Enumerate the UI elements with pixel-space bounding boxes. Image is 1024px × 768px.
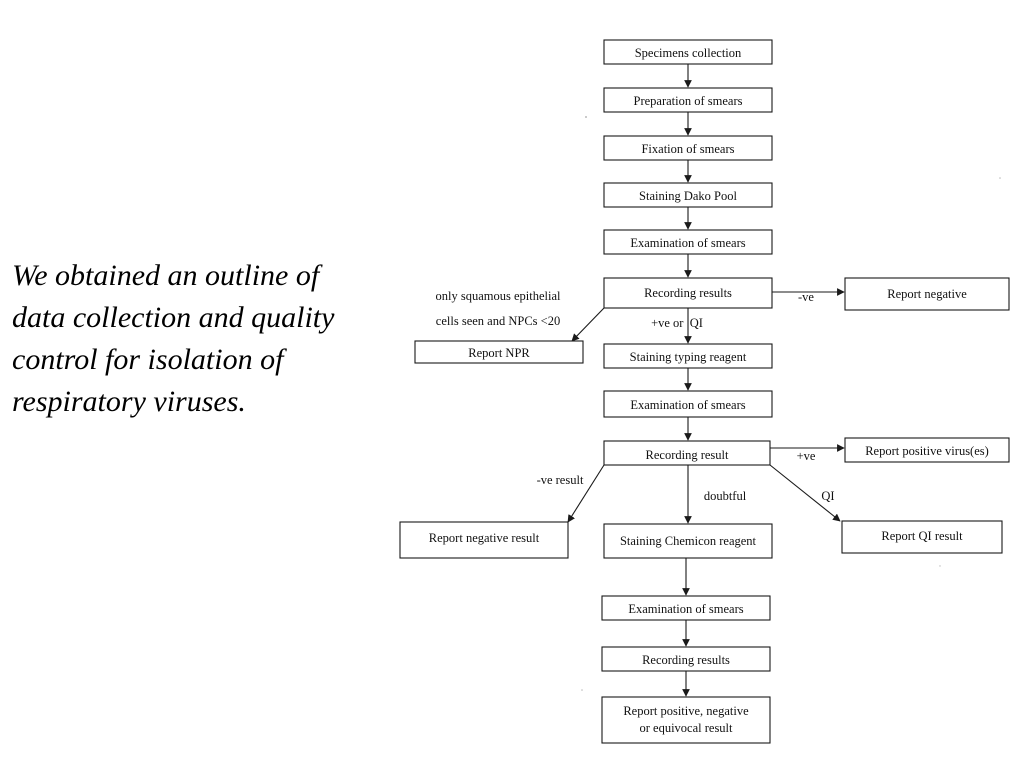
node-report-negative-result: Report negative result xyxy=(399,521,569,559)
label-neg-ve-result: -ve result xyxy=(537,473,584,487)
node-recording-results-1-label: Recording results xyxy=(644,286,732,300)
caption: We obtained an outline of data collectio… xyxy=(12,255,392,423)
node-report-qi-result: Report QI result xyxy=(841,520,1003,554)
caption-line-4: respiratory viruses. xyxy=(12,385,246,418)
node-staining-typing-reagent: Staining typing reagent xyxy=(603,343,773,369)
scan-speck xyxy=(581,689,583,691)
node-examination-of-smears-2-label: Examination of smears xyxy=(630,398,745,412)
label-pos-ve-or-qi: +ve or QI xyxy=(651,316,703,330)
scan-speck xyxy=(999,177,1001,179)
node-report-qi-result-label: Report QI result xyxy=(881,529,963,543)
node-final-report-line-2: or equivocal result xyxy=(639,721,733,735)
label-doubtful: doubtful xyxy=(704,489,747,503)
node-staining-chemicon-reagent: Staining Chemicon reagent xyxy=(603,523,773,559)
node-report-positive-viruses: Report positive virus(es) xyxy=(844,437,1010,463)
caption-line-1: We obtained an outline of xyxy=(12,259,320,292)
node-staining-chemicon-reagent-label: Staining Chemicon reagent xyxy=(620,534,757,548)
node-final-report: Report positive, negative or equivocal r… xyxy=(601,696,771,744)
node-report-negative-label: Report negative xyxy=(887,287,967,301)
node-staining-dako-pool: Staining Dako Pool xyxy=(603,182,773,208)
node-preparation-of-smears-label: Preparation of smears xyxy=(634,94,743,108)
edge-recording-2-to-report-qi xyxy=(769,464,841,522)
caption-line-2: data collection and quality xyxy=(12,301,335,334)
label-neg-ve: -ve xyxy=(798,290,814,304)
node-report-npr: Report NPR xyxy=(414,340,584,364)
label-pos-ve: +ve xyxy=(797,449,816,463)
label-squamous-line-2: cells seen and NPCs <20 xyxy=(436,314,560,328)
node-report-positive-viruses-label: Report positive virus(es) xyxy=(865,444,989,458)
node-specimens-collection-label: Specimens collection xyxy=(635,46,742,60)
label-qi: QI xyxy=(821,489,834,503)
node-report-negative: Report negative xyxy=(844,277,1010,311)
node-specimens-collection: Specimens collection xyxy=(603,39,773,65)
node-recording-results-3: Recording results xyxy=(601,646,771,672)
edge-recording-2-to-report-negative-result xyxy=(567,464,605,523)
node-staining-dako-pool-label: Staining Dako Pool xyxy=(639,189,737,203)
edge-recording-1-to-report-npr xyxy=(571,307,605,342)
caption-line-3: control for isolation of xyxy=(12,343,284,376)
node-final-report-line-1: Report positive, negative xyxy=(623,704,749,718)
node-fixation-of-smears: Fixation of smears xyxy=(603,135,773,161)
node-examination-of-smears-1-label: Examination of smears xyxy=(630,236,745,250)
node-report-npr-label: Report NPR xyxy=(468,346,530,360)
label-squamous-line-1: only squamous epithelial xyxy=(436,289,562,303)
node-examination-of-smears-3: Examination of smears xyxy=(601,595,771,621)
node-fixation-of-smears-label: Fixation of smears xyxy=(641,142,734,156)
node-recording-result-2-label: Recording result xyxy=(646,448,729,462)
node-recording-results-1: Recording results xyxy=(603,277,773,309)
node-staining-typing-reagent-label: Staining typing reagent xyxy=(630,350,747,364)
scan-speck xyxy=(939,565,941,567)
node-examination-of-smears-3-label: Examination of smears xyxy=(628,602,743,616)
node-report-negative-result-label: Report negative result xyxy=(429,531,540,545)
node-preparation-of-smears: Preparation of smears xyxy=(603,87,773,113)
node-examination-of-smears-2: Examination of smears xyxy=(603,390,773,418)
scan-speck xyxy=(585,116,587,118)
node-recording-results-3-label: Recording results xyxy=(642,653,730,667)
node-examination-of-smears-1: Examination of smears xyxy=(603,229,773,255)
node-recording-result-2: Recording result xyxy=(603,440,771,466)
